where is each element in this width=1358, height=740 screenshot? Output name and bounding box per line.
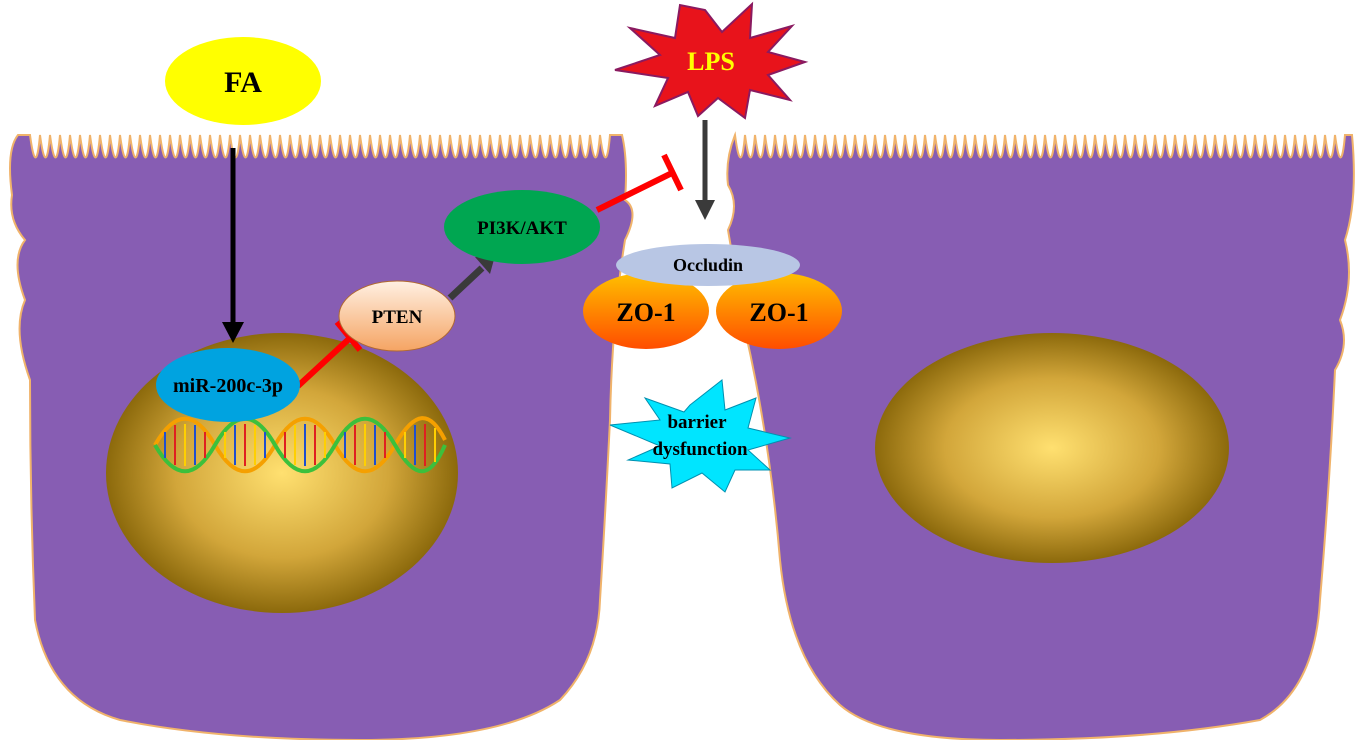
dna-helix-icon [153, 416, 447, 474]
right-nucleus [875, 333, 1229, 563]
occludin-label: Occludin [673, 255, 743, 275]
pi3k-inhibits-lps-line [595, 170, 674, 213]
fa-node [165, 37, 321, 125]
pten-to-pi3k-arrow [447, 265, 485, 301]
pi3k-inhibits-lps-bar [661, 153, 684, 192]
barrier-label-line1: barrier [667, 412, 727, 433]
mir-inhibits-pten-bar [334, 320, 363, 352]
occludin-node [616, 244, 800, 286]
pi3k-label: PI3K/AKT [477, 218, 567, 239]
zo1-right-label: ZO-1 [749, 298, 808, 327]
lps-arrowhead [695, 200, 715, 220]
barrier-label-line2: dysfunction [652, 439, 747, 460]
pten-node [338, 280, 456, 352]
fa-to-mir-arrowhead [222, 322, 244, 343]
zo1-right-node [716, 273, 842, 349]
barrier-dysfunction-burst [609, 379, 792, 493]
lps-burst [614, 1, 809, 120]
zo1-left-node [583, 273, 709, 349]
pten-label: PTEN [372, 307, 423, 328]
lps-label: LPS [687, 47, 735, 76]
zo1-left-label: ZO-1 [616, 298, 675, 327]
fa-label: FA [224, 66, 262, 99]
mir-inhibits-pten-line [295, 335, 353, 389]
mir-label: miR-200c-3p [173, 375, 283, 397]
pi3k-akt-node [444, 190, 600, 264]
mir-200c-3p-node [156, 348, 300, 422]
